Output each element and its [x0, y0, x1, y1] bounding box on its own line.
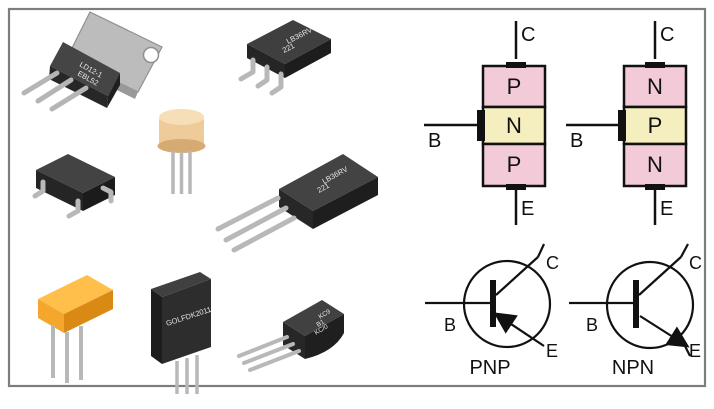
- pnp-symbol-base-label: B: [444, 315, 456, 335]
- heat-tab-hole: [144, 48, 159, 63]
- pnp-block-top-region-label: P: [507, 74, 522, 99]
- pnp-block-top-contact: [506, 62, 526, 68]
- npn-symbol-caption: NPN: [612, 357, 654, 379]
- black-sip-side-face: [151, 289, 162, 364]
- pnp-block-emitter-label: E: [521, 198, 534, 220]
- can-top: [159, 109, 204, 125]
- pnp-block-middle-region-label: N: [506, 113, 522, 138]
- npn-block-collector-label: C: [660, 24, 674, 46]
- npn-block-base-label: B: [570, 130, 583, 152]
- npn-block-bottom-contact: [645, 184, 665, 190]
- pnp-block-bottom-contact: [506, 184, 526, 190]
- pnp-symbol-emitter-label: E: [546, 341, 558, 361]
- npn-block-bottom-region-label: N: [647, 152, 663, 177]
- pnp-block-collector-label: C: [521, 24, 535, 46]
- pnp-block-bottom-region-label: P: [507, 152, 522, 177]
- pnp-symbol-collector-label: C: [546, 253, 559, 273]
- pnp-block-base-contact: [477, 110, 485, 141]
- npn-block-middle-region-label: P: [648, 113, 663, 138]
- can-flange: [158, 139, 206, 153]
- npn-block-emitter-label: E: [660, 198, 673, 220]
- pnp-block-base-label: B: [428, 130, 441, 152]
- npn-block-top-contact: [645, 62, 665, 68]
- npn-block-top-region-label: N: [647, 74, 663, 99]
- npn-block-base-contact: [618, 110, 626, 141]
- npn-symbol-base-label: B: [586, 315, 598, 335]
- pnp-symbol-caption: PNP: [469, 357, 510, 379]
- npn-symbol-collector-label: C: [689, 253, 702, 273]
- npn-symbol-emitter-label: E: [689, 341, 701, 361]
